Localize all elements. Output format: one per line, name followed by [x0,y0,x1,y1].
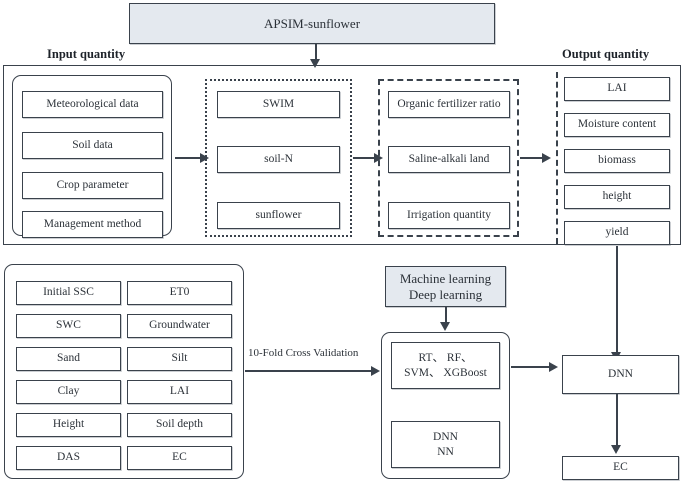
result-ec-label: EC [613,461,628,474]
module-item-sunflower[interactable]: sunflower [217,202,340,229]
input-item-label: Soil data [72,138,113,151]
apsim-sunflower-box[interactable]: APSIM-sunflower [129,3,495,44]
feature-item-label: Sand [57,352,80,365]
apsim-sunflower-label: APSIM-sunflower [263,15,361,31]
output-item-label: Moisture content [577,118,657,131]
output-item-label: LAI [607,82,627,95]
learning-paradigm-line2: Deep learning [408,286,483,302]
algorithm-classical-box[interactable]: RT、 RF、 SVM、 XGBoost [391,342,500,389]
module-item-swim[interactable]: SWIM [217,91,340,118]
scenario-item-irrigation-quantity[interactable]: Irrigation quantity [388,202,510,229]
connector-algorithms-to-dnn-arrowhead [549,361,558,372]
feature-item-clay[interactable]: Clay [16,380,121,404]
output-item-label: height [602,190,632,203]
connector-scenario-to-output-arrowhead [542,152,551,163]
feature-item-groundwater[interactable]: Groundwater [127,314,232,338]
feature-item-label: EC [172,451,187,464]
output-item-moisture-content[interactable]: Moisture content [564,113,670,137]
scenario-group [378,79,519,237]
scenario-item-saline-alkali-land[interactable]: Saline-alkali land [388,146,510,173]
scenario-item-label: Irrigation quantity [407,208,491,221]
feature-item-label: LAI [169,385,190,398]
apsim-module-group [205,79,352,237]
algorithm-neural-box[interactable]: DNN NN [391,421,500,468]
connector-output-to-dnn [616,246,618,354]
connector-input-to-model [175,157,203,159]
algorithm-group-panel [381,332,510,479]
module-item-label: sunflower [255,208,302,221]
input-quantity-header: Input quantity [47,47,126,61]
output-item-biomass[interactable]: biomass [564,149,670,173]
input-item-label: Crop parameter [56,178,129,191]
connector-learning-to-algorithms-arrowhead [440,322,450,331]
feature-item-ec[interactable]: EC [127,446,232,470]
input-item-label: Meteorological data [46,97,139,110]
algorithm-neural-line1: DNN [433,431,458,444]
connector-features-to-algorithms [245,370,375,372]
connector-title-to-panel-arrowhead [310,59,320,68]
scenario-item-label: Saline-alkali land [408,152,490,165]
feature-item-swc[interactable]: SWC [16,314,121,338]
feature-item-label: Clay [57,385,80,398]
feature-item-silt[interactable]: Silt [127,347,232,371]
feature-item-label: Initial SSC [43,286,94,299]
connector-scenario-to-output [520,157,546,159]
cross-validation-edge-label: 10-Fold Cross Validation [248,347,359,359]
algorithm-classical-line2: SVM、 XGBoost [404,366,487,379]
feature-variables-panel [4,264,244,479]
connector-model-to-scenario [353,157,378,159]
connector-title-to-panel [315,44,317,62]
feature-item-soil-depth[interactable]: Soil depth [127,413,232,437]
feature-item-label: Soil depth [156,418,203,431]
connector-learning-to-algorithms [445,307,447,325]
result-dnn-box[interactable]: DNN [562,355,679,394]
connector-dnn-to-ec-arrowhead [611,445,621,454]
connector-input-to-model-arrowhead [200,152,209,163]
input-item-crop-parameter[interactable]: Crop parameter [22,172,163,199]
connector-dnn-to-ec [616,394,618,447]
connector-features-to-algorithms-arrowhead [371,365,380,376]
feature-item-et0[interactable]: ET0 [127,281,232,305]
module-item-soil-n[interactable]: soil-N [217,146,340,173]
connector-algorithms-to-dnn [511,366,553,368]
result-ec-box[interactable]: EC [562,456,679,480]
input-item-soil-data[interactable]: Soil data [22,132,163,159]
scenario-item-organic-fertilizer-ratio[interactable]: Organic fertilizer ratio [388,91,510,118]
output-item-label: yield [605,226,629,239]
input-item-meteorological-data[interactable]: Meteorological data [22,91,163,118]
result-dnn-label: DNN [608,367,633,380]
feature-item-label: ET0 [169,286,190,299]
output-quantity-header: Output quantity [562,47,650,61]
module-item-label: soil-N [264,152,293,165]
input-item-label: Management method [43,217,142,230]
output-item-yield[interactable]: yield [564,221,670,245]
algorithm-neural-line2: NN [437,445,454,458]
output-item-label: biomass [598,154,636,167]
scenario-item-label: Organic fertilizer ratio [397,97,501,110]
output-item-height[interactable]: height [564,185,670,209]
apsim-model-panel [3,65,681,245]
feature-item-height[interactable]: Height [16,413,121,437]
feature-item-label: Groundwater [149,319,210,332]
feature-item-sand[interactable]: Sand [16,347,121,371]
output-quantity-divider [556,72,558,244]
feature-item-lai[interactable]: LAI [127,380,232,404]
input-item-management-method[interactable]: Management method [22,211,163,238]
feature-item-label: SWC [56,319,81,332]
feature-item-das[interactable]: DAS [16,446,121,470]
learning-paradigm-box[interactable]: Machine learning Deep learning [385,266,506,307]
feature-item-label: Height [52,418,85,431]
feature-item-initial-ssc[interactable]: Initial SSC [16,281,121,305]
output-item-lai[interactable]: LAI [564,77,670,101]
feature-item-label: Silt [171,352,188,365]
feature-item-label: DAS [56,451,80,464]
learning-paradigm-line1: Machine learning [399,270,492,286]
module-item-label: SWIM [262,97,295,110]
algorithm-classical-line1: RT、 RF、 [418,352,473,365]
